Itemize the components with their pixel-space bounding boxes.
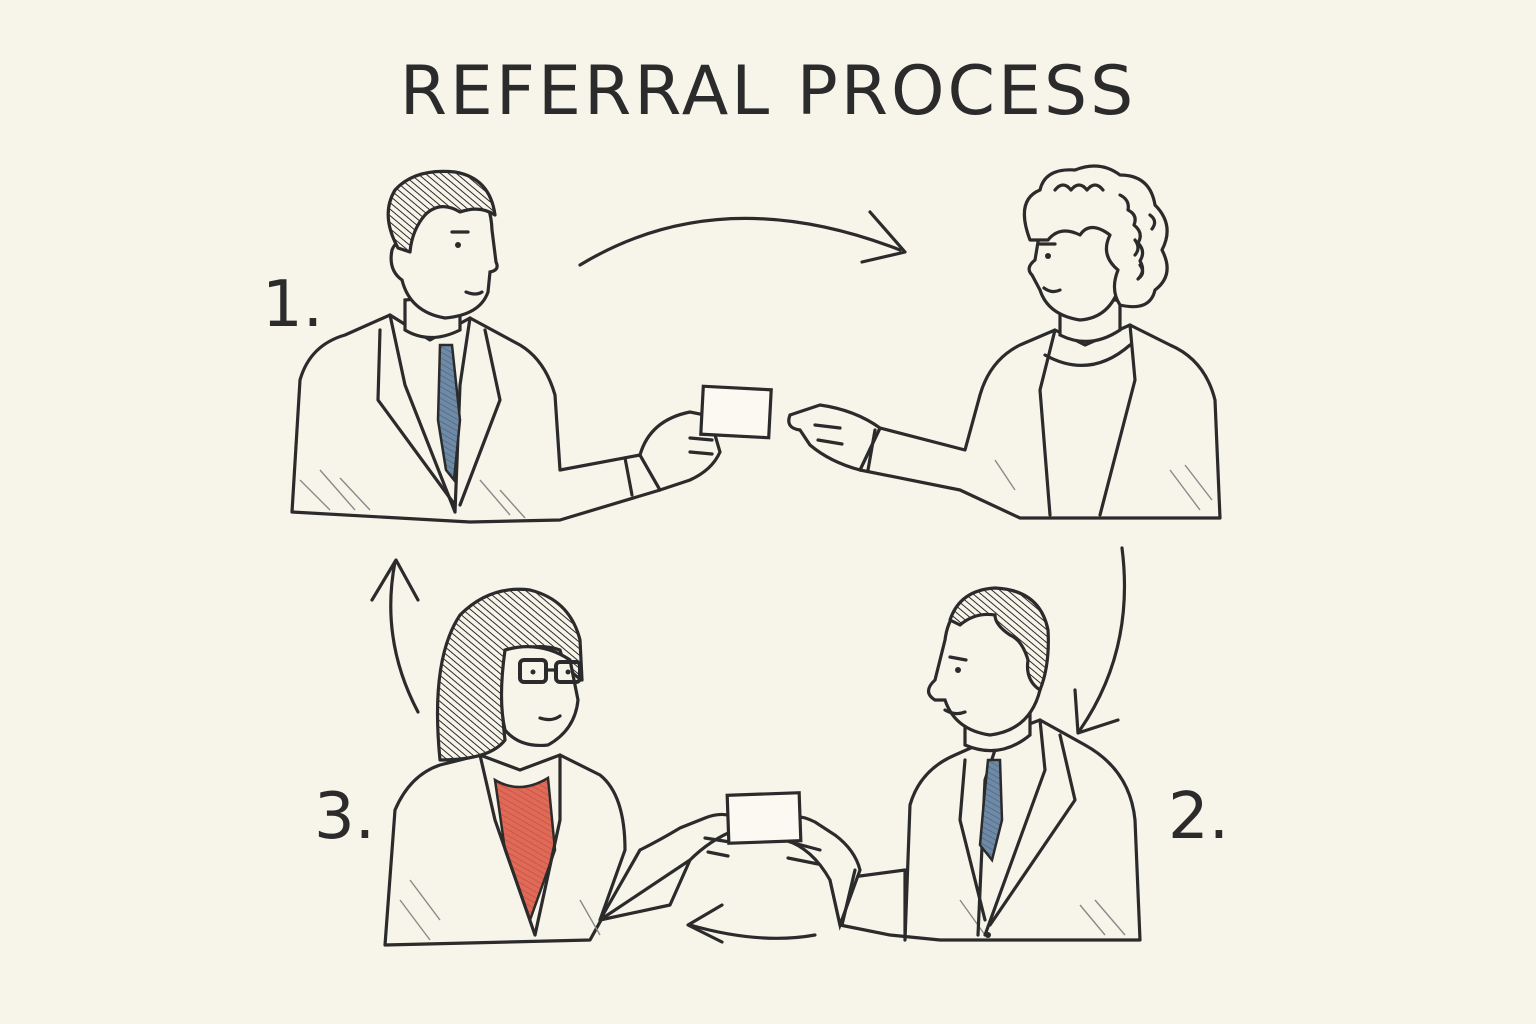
person-4-blouse <box>493 775 557 924</box>
person-2-body <box>858 323 1222 520</box>
person-4-woman-glasses <box>383 587 803 947</box>
person-1-hair <box>386 169 497 254</box>
step-3-label: 3. <box>314 780 376 854</box>
business-card-2 <box>725 791 803 845</box>
person-2-hand <box>787 403 883 472</box>
step-1-label: 1. <box>262 268 324 342</box>
arrow-right-down <box>1073 546 1127 735</box>
person-1-body <box>290 313 662 524</box>
person-3-man <box>780 586 1142 942</box>
person-1-man <box>290 169 773 524</box>
person-2-hair <box>1022 164 1169 309</box>
arrow-bottom <box>686 903 817 944</box>
step-2-label: 2. <box>1168 780 1230 854</box>
diagram-title: REFERRAL PROCESS <box>399 52 1137 131</box>
person-4-hand <box>598 812 743 922</box>
business-card-1 <box>699 384 773 440</box>
glasses-right-lens <box>554 660 582 684</box>
person-3-tie <box>978 758 1004 863</box>
person-2-woman-curly <box>787 164 1222 520</box>
arrow-top <box>578 210 907 267</box>
person-3-hair <box>948 586 1050 692</box>
arrow-left-up <box>370 558 420 714</box>
person-1-tie <box>436 343 462 484</box>
